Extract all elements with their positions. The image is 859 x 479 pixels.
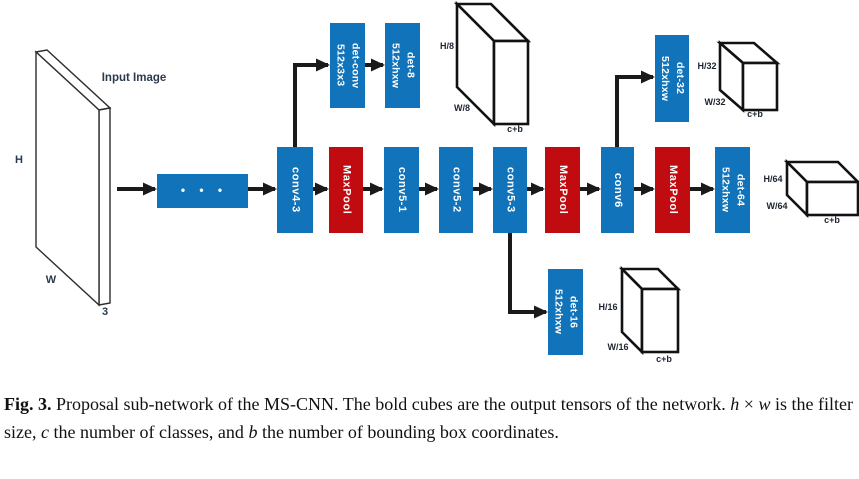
node-sublabel: 512xhxw — [719, 167, 732, 213]
node-sublabel: 512xhxw — [552, 289, 565, 335]
caption-var-w: w — [758, 394, 771, 414]
caption-var-h: h — [730, 394, 740, 414]
node-sublabel: 512x3x3 — [334, 44, 347, 87]
node-conv4-3: conv4-3 — [277, 147, 313, 233]
caption-var-b: b — [248, 421, 258, 442]
node-label: MaxPool — [340, 165, 353, 215]
node-label: det-16 — [567, 295, 580, 329]
input-width-label: W — [45, 274, 57, 286]
node-label: MaxPool — [557, 165, 569, 215]
node-det-32: det-32 512xhxw — [655, 35, 689, 122]
node-conv5-1: conv5-1 — [384, 147, 419, 233]
node-maxpool-1: MaxPool — [329, 147, 363, 233]
node-det-conv: det-conv 512x3x3 — [330, 23, 365, 108]
node-sublabel: 512xhxw — [389, 42, 402, 89]
node-det-8: det-8 512xhxw — [385, 23, 420, 108]
node-label: conv5-2 — [450, 167, 463, 213]
caption-text: the number of classes, and — [48, 421, 249, 442]
node-det-64: det-64 512xhxw — [715, 147, 750, 233]
node-conv5-3: conv5-3 — [493, 147, 527, 233]
arrow-conv5-3-to-det16 — [508, 233, 548, 319]
tensor32-height-label: H/32 — [697, 61, 717, 71]
node-label: det-8 — [404, 52, 417, 79]
node-conv5-2: conv5-2 — [439, 147, 473, 233]
node-label: conv5-3 — [504, 167, 517, 213]
arrow-conv4-3-to-detconv — [293, 58, 330, 147]
tensor16-width-label: W/16 — [607, 342, 629, 352]
tensor8-depth-label: c+b — [507, 124, 523, 134]
node-conv6: conv6 — [601, 147, 634, 233]
tensor32-width-label: W/32 — [704, 97, 726, 107]
caption-var-c: c — [40, 421, 49, 442]
tensor-cube-32 — [716, 40, 781, 113]
tensor-cube-8 — [453, 0, 532, 128]
diagram-canvas — [34, 0, 859, 356]
tensor-cube-16 — [618, 265, 682, 356]
node-label: conv5-1 — [396, 167, 408, 213]
node-maxpool-2: MaxPool — [545, 147, 580, 233]
node-label: conv6 — [612, 172, 624, 208]
tensor8-width-label: W/8 — [453, 103, 471, 113]
node-label: conv4-3 — [289, 167, 302, 213]
tensor32-depth-label: c+b — [747, 109, 763, 119]
node-label: MaxPool — [667, 165, 679, 215]
node-label: det-conv — [349, 42, 362, 89]
caption-times: × — [739, 394, 759, 414]
arrow-conv6-to-det32 — [615, 70, 655, 147]
flow-arrows — [117, 58, 715, 319]
caption-text: the number of bounding box coordinates. — [257, 421, 559, 442]
tensor64-width-label: W/64 — [766, 201, 788, 211]
tensor64-depth-label: c+b — [824, 215, 840, 225]
caption-text: is the filter size, — [4, 394, 853, 442]
input-height-label: H — [15, 154, 23, 166]
tensor64-height-label: H/64 — [763, 174, 783, 184]
network-diagram: • • • conv4-3 MaxPool conv5-1 conv5-2 co… — [15, 0, 859, 364]
tensor-cube-64 — [783, 158, 859, 219]
tensor16-depth-label: c+b — [656, 354, 672, 364]
node-det-16: det-16 512xhxw — [548, 269, 583, 355]
node-maxpool-3: MaxPool — [655, 147, 690, 233]
caption-text: Proposal sub-network of the MS-CNN. The … — [51, 394, 731, 414]
caption-fig-label: Fig. 3. — [4, 394, 52, 414]
node-label: det-64 — [734, 173, 747, 207]
tensor8-height-label: H/8 — [439, 41, 455, 51]
backbone-dots-box: • • • — [157, 174, 248, 208]
input-channels-label: 3 — [101, 306, 109, 318]
input-image-slab — [34, 49, 112, 307]
figure-caption: Fig. 3. Proposal sub-network of the MS-C… — [4, 391, 853, 446]
node-sublabel: 512xhxw — [659, 55, 671, 102]
tensor16-height-label: H/16 — [598, 302, 618, 312]
input-image-label: Input Image — [101, 72, 167, 84]
node-label: det-32 — [674, 62, 686, 95]
